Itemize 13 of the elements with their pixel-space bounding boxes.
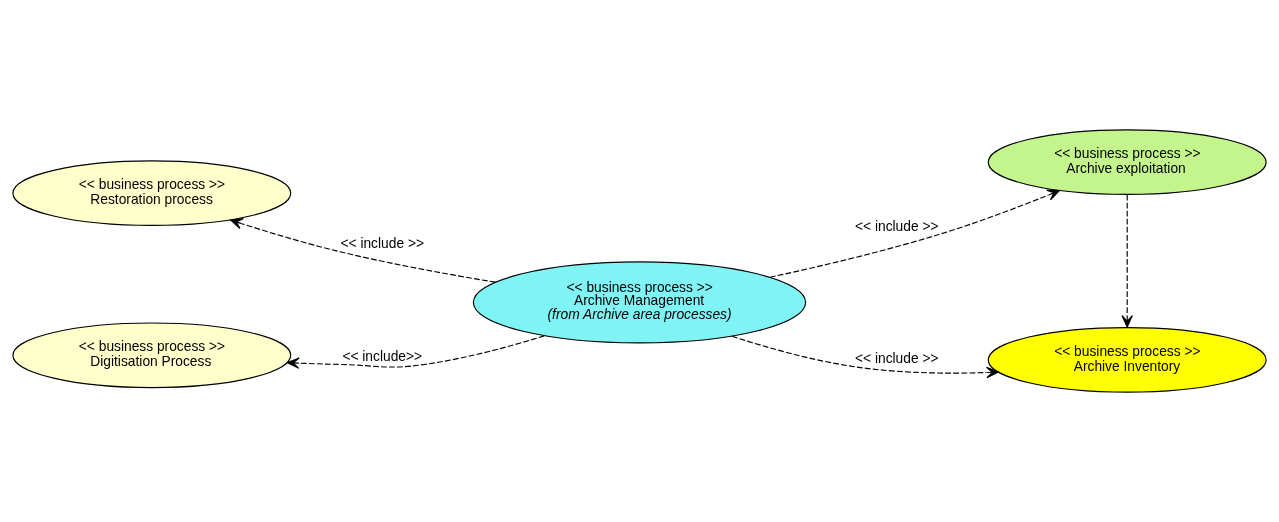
arrow bbox=[230, 218, 496, 283]
edge-label: << include >> bbox=[340, 235, 425, 251]
arrow bbox=[1121, 194, 1133, 328]
edge-label: << include >> bbox=[854, 350, 939, 366]
edge-label: << include >> bbox=[854, 218, 939, 234]
arrow bbox=[769, 189, 1060, 278]
node-ellipse: << business process >> Digitisation Process bbox=[12, 322, 292, 389]
arrow bbox=[286, 335, 545, 369]
node-ellipse: << business process >> Restoration process bbox=[12, 160, 292, 226]
edge-label: << include>> bbox=[342, 348, 423, 364]
node-ellipse: << business process >> Archive Management (from Archive area processes) bbox=[472, 261, 807, 344]
arrow bbox=[731, 335, 999, 379]
node-ellipse: << business process >> Archive exploitation bbox=[987, 129, 1267, 195]
